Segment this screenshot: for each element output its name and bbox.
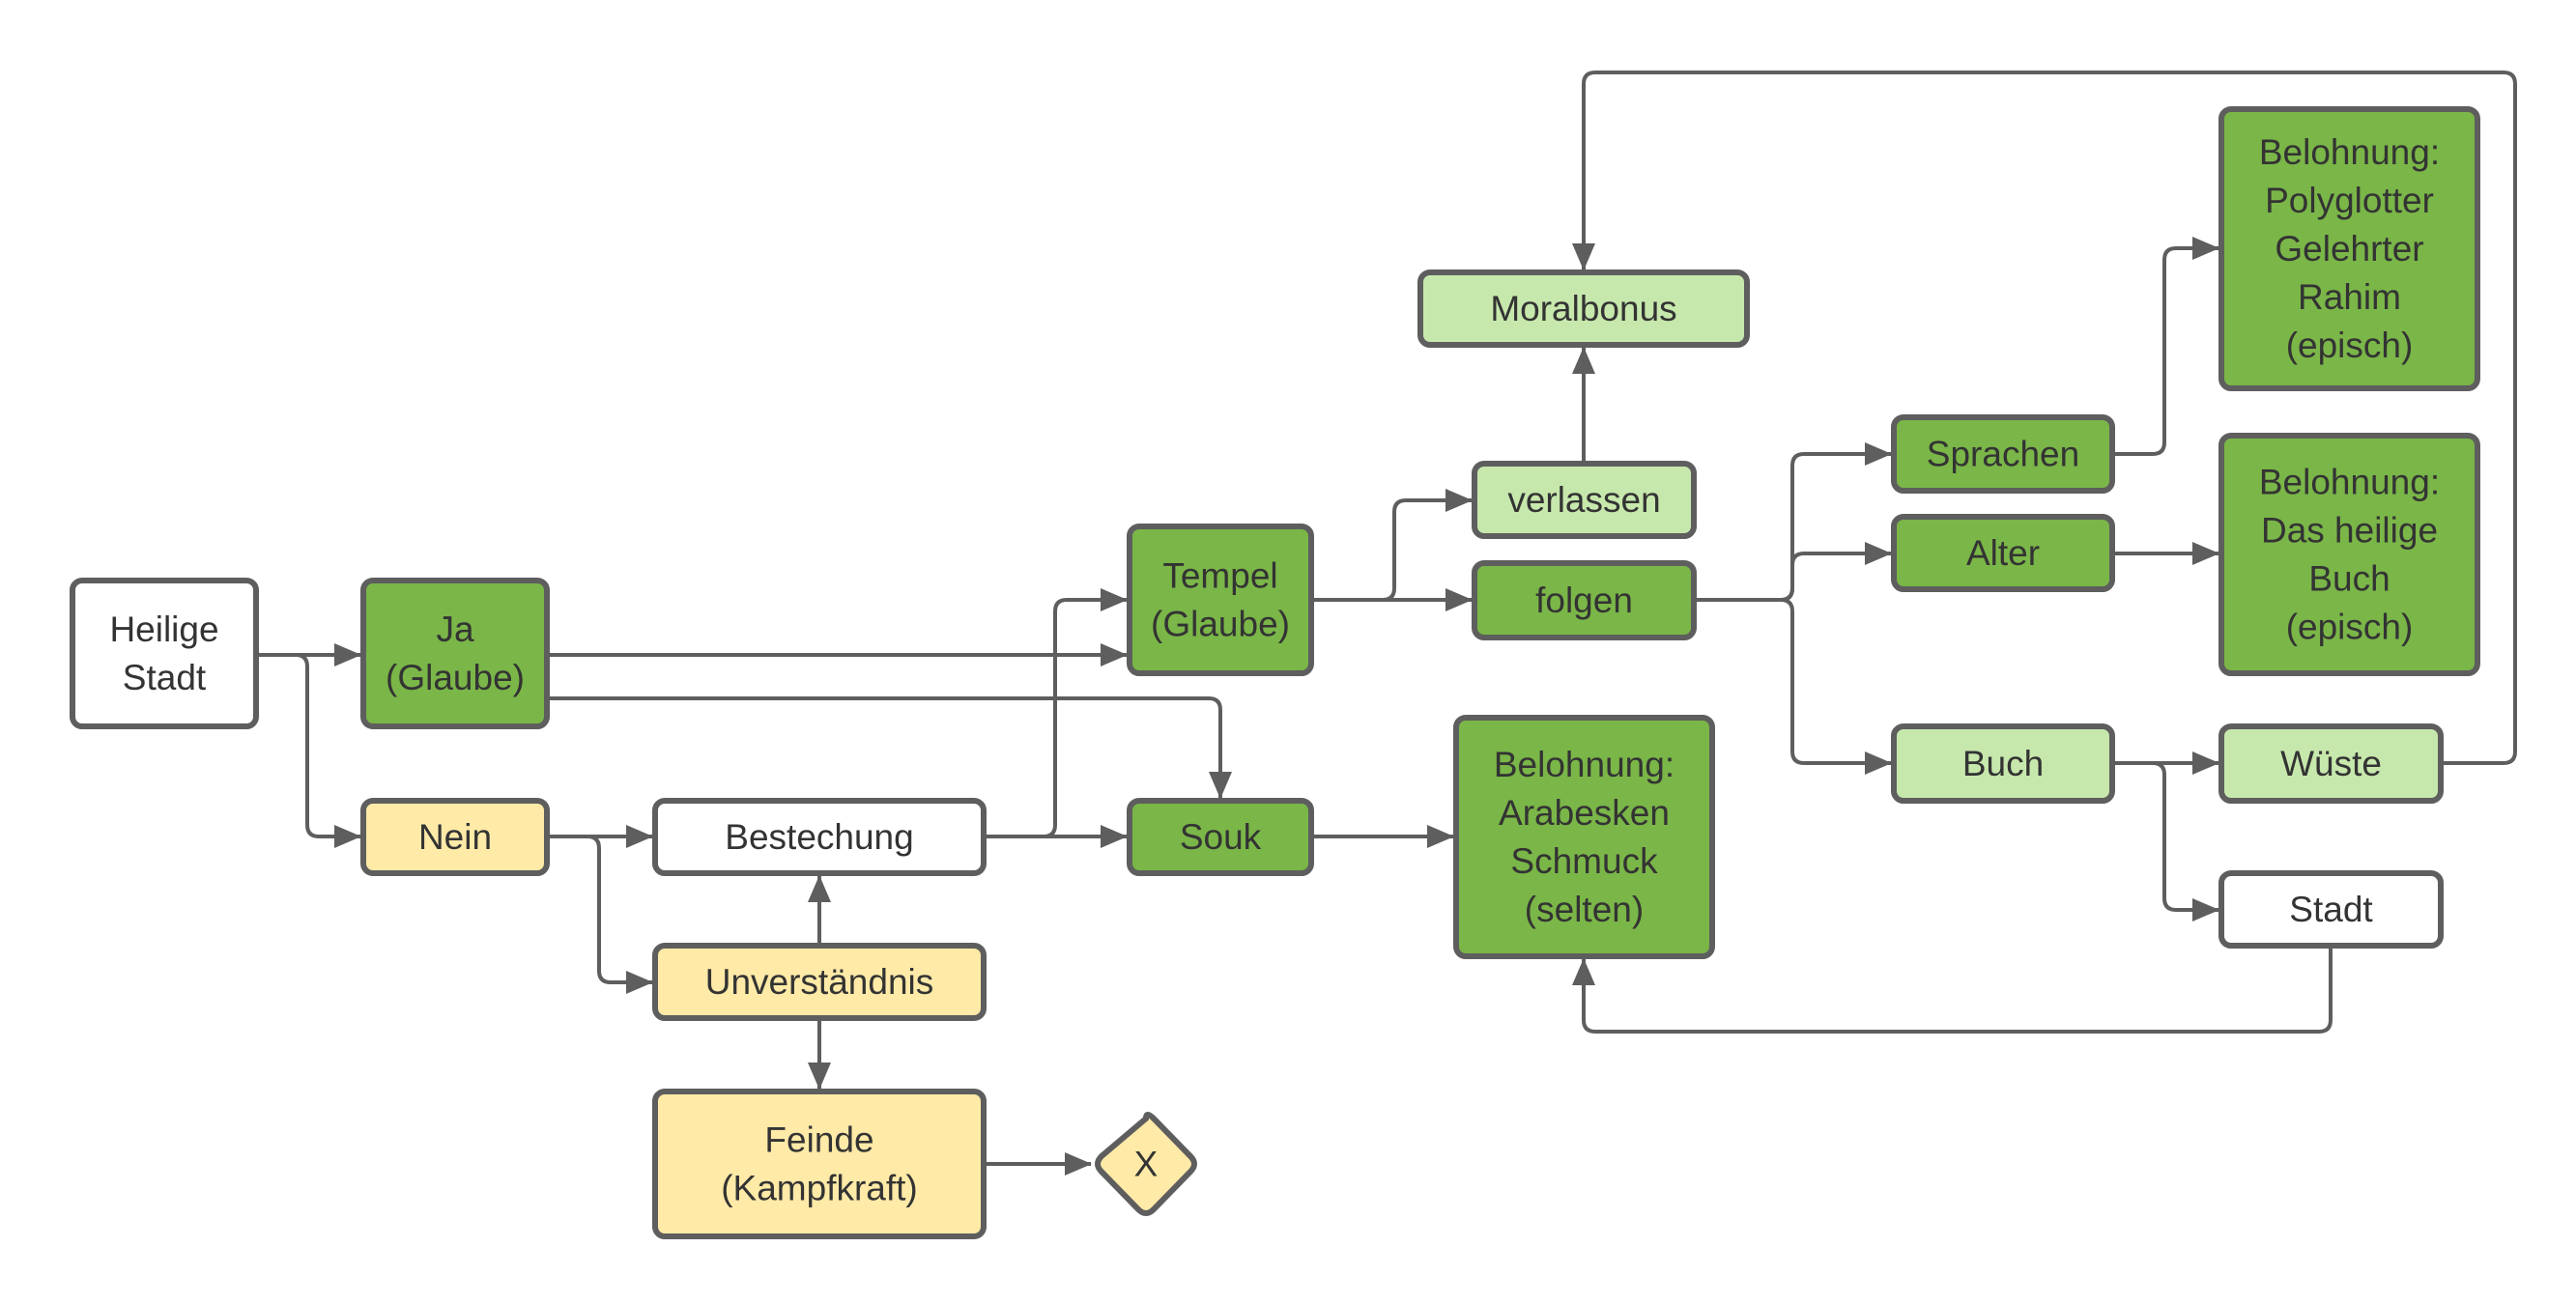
node-label-line: Moralbonus xyxy=(1490,289,1676,328)
node-label-line: (Glaube) xyxy=(386,658,525,697)
node-shape xyxy=(2218,106,2480,391)
node-label-line: (episch) xyxy=(2286,326,2414,365)
node-label-line: Stadt xyxy=(123,658,207,697)
node-label-line: Heilige xyxy=(109,609,218,649)
node-label-line: Belohnung: xyxy=(1494,745,1674,784)
node-label-line: Belohnung: xyxy=(2259,132,2440,172)
node-label-line: (Kampfkraft) xyxy=(721,1169,918,1208)
node-shape xyxy=(360,578,550,729)
node-label-line: Souk xyxy=(1180,817,1262,857)
node-shape xyxy=(652,943,987,1021)
node-label-line: Tempel xyxy=(1162,556,1277,596)
node-alter[interactable]: Alter xyxy=(1891,514,2115,592)
node-shape xyxy=(652,1089,987,1239)
node-tempel[interactable]: Tempel (Glaube) xyxy=(1127,524,1314,676)
node-shape xyxy=(1472,560,1697,640)
node-x-end[interactable]: X xyxy=(1095,1112,1197,1216)
node-shape xyxy=(1127,524,1314,676)
node-shape xyxy=(1453,715,1715,959)
node-verlassen[interactable]: verlassen xyxy=(1472,461,1697,539)
node-label-line: Belohnung: xyxy=(2259,463,2440,502)
node-shape xyxy=(2218,870,2444,949)
node-shape xyxy=(1891,414,2115,494)
connector-wueste-to-moralbonus xyxy=(1572,71,2517,765)
node-stadt[interactable]: Stadt xyxy=(2218,870,2444,949)
connector-sprachen-to-belohnung-rahim xyxy=(2112,237,2219,456)
node-moralbonus[interactable]: Moralbonus xyxy=(1417,269,1750,348)
node-label-line: verlassen xyxy=(1507,480,1660,520)
node-label-line: Ja xyxy=(436,609,474,649)
node-shape xyxy=(2218,723,2444,804)
node-label-line: Wüste xyxy=(2280,744,2382,783)
node-ja-glaube[interactable]: Ja (Glaube) xyxy=(360,578,550,729)
connector-tempel-to-verlassen xyxy=(1311,489,1473,602)
node-shape-diamond xyxy=(1095,1112,1197,1216)
connector-bestechung-to-tempel xyxy=(984,588,1128,838)
node-label-line: Unverständnis xyxy=(705,962,934,1002)
node-label-line: Stadt xyxy=(2289,890,2373,929)
node-sprachen[interactable]: Sprachen xyxy=(1891,414,2115,494)
connectors xyxy=(256,71,2517,1176)
connector-ja-glaube-to-souk xyxy=(547,696,1232,799)
node-shape xyxy=(2218,433,2480,676)
node-shape xyxy=(1891,723,2115,804)
node-buch[interactable]: Buch xyxy=(1891,723,2115,804)
connector-nein-to-unverstaendnis xyxy=(547,835,653,994)
node-label-line: Das heilige xyxy=(2261,511,2438,551)
node-label-line: Feinde xyxy=(764,1120,873,1160)
node-shape xyxy=(1417,269,1750,348)
node-shape xyxy=(70,578,259,729)
node-label-line: Buch xyxy=(2308,559,2390,599)
connector-folgen-to-buch xyxy=(1694,598,1892,775)
node-shape xyxy=(360,798,550,876)
node-label-line: Sprachen xyxy=(1927,435,2079,474)
node-nein[interactable]: Nein xyxy=(360,798,550,876)
node-shape xyxy=(652,798,987,876)
node-folgen[interactable]: folgen xyxy=(1472,560,1697,640)
node-unverstaendnis[interactable]: Unverständnis xyxy=(652,943,987,1021)
connector-stadt-to-belohnung-arabesken xyxy=(1572,946,2333,1034)
node-label-line: X xyxy=(1134,1145,1159,1184)
node-label-line: Alter xyxy=(1966,533,2040,573)
node-bestechung[interactable]: Bestechung xyxy=(652,798,987,876)
node-label-line: (selten) xyxy=(1525,890,1644,929)
node-label-line: (episch) xyxy=(2286,608,2414,647)
node-label-line: Buch xyxy=(1962,744,2044,783)
node-souk[interactable]: Souk xyxy=(1127,798,1314,876)
node-label-line: Arabesken xyxy=(1499,793,1670,833)
node-shape xyxy=(1891,514,2115,592)
connector-buch-to-stadt xyxy=(2112,761,2219,921)
connector-heilige-stadt-to-nein xyxy=(256,653,361,848)
node-shape xyxy=(1127,798,1314,876)
node-wueste[interactable]: Wüste xyxy=(2218,723,2444,804)
node-label-line: Gelehrter xyxy=(2275,229,2423,269)
node-label-line: Bestechung xyxy=(725,817,913,857)
node-label-line: (Glaube) xyxy=(1151,605,1290,644)
node-shape xyxy=(1472,461,1697,539)
node-feinde[interactable]: Feinde (Kampfkraft) xyxy=(652,1089,987,1239)
node-label-line: Rahim xyxy=(2298,277,2401,317)
node-label-line: Schmuck xyxy=(1510,841,1658,881)
connector-folgen-to-alter xyxy=(1694,542,1892,602)
node-label-line: Nein xyxy=(418,817,492,857)
node-label-line: Polyglotter xyxy=(2265,181,2434,220)
node-label-line: folgen xyxy=(1535,581,1633,620)
